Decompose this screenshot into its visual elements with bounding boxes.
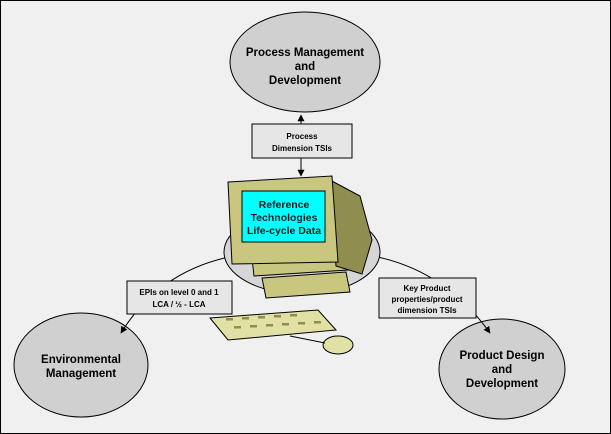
label-key-product-line1: Key Product bbox=[403, 284, 450, 293]
label-box-epis-rect bbox=[126, 280, 233, 315]
node-environmental-management-line2: Management bbox=[46, 368, 116, 380]
computer-illustration: Reference Technologies Life-cycle Data bbox=[209, 175, 381, 355]
node-product-design-line1: Product Design bbox=[460, 350, 545, 362]
node-product-design: Product Design and Development bbox=[438, 318, 566, 420]
label-process-line1: Process bbox=[286, 132, 318, 141]
label-key-product-line2: properties/product bbox=[391, 295, 462, 304]
node-process-management-line1: Process Management bbox=[246, 47, 364, 59]
label-box-key-product: Key Product properties/product dimension… bbox=[378, 277, 477, 319]
node-product-design-line2: and bbox=[492, 364, 512, 376]
node-process-management-ellipse bbox=[229, 11, 381, 113]
node-product-design-line3: Development bbox=[466, 378, 538, 390]
label-box-process-dimension: Process Dimension TSIs bbox=[251, 123, 353, 159]
node-environmental-management-line1: Environmental bbox=[41, 354, 121, 366]
node-process-management-line3: Development bbox=[269, 75, 341, 87]
monitor-screen bbox=[241, 190, 326, 243]
node-environmental-management: Environmental Management bbox=[13, 312, 149, 418]
node-environmental-management-ellipse bbox=[13, 312, 149, 418]
label-epis-line2: LCA / ½ - LCA bbox=[152, 300, 205, 309]
node-process-management-line2: and bbox=[295, 61, 315, 73]
screen-text-line1: Reference bbox=[259, 199, 310, 211]
screen-text-line3: Life-cycle Data bbox=[247, 225, 321, 237]
node-product-design-ellipse bbox=[438, 318, 566, 420]
monitor-base-front bbox=[261, 271, 351, 299]
node-process-management: Process Management and Development bbox=[229, 11, 381, 113]
mouse bbox=[322, 335, 354, 355]
label-epis-line1: EPIs on level 0 and 1 bbox=[139, 288, 219, 297]
mouse-cable bbox=[289, 335, 326, 344]
label-key-product-line3: dimension TSIs bbox=[397, 306, 457, 315]
screen-text-line2: Technologies bbox=[251, 212, 318, 224]
keyboard-keys bbox=[226, 314, 321, 329]
label-process-line2: Dimension TSIs bbox=[272, 144, 333, 153]
label-box-process-dimension-rect bbox=[251, 123, 353, 159]
label-box-key-product-rect bbox=[378, 277, 477, 319]
label-box-epis: EPIs on level 0 and 1 LCA / ½ - LCA bbox=[126, 280, 233, 315]
